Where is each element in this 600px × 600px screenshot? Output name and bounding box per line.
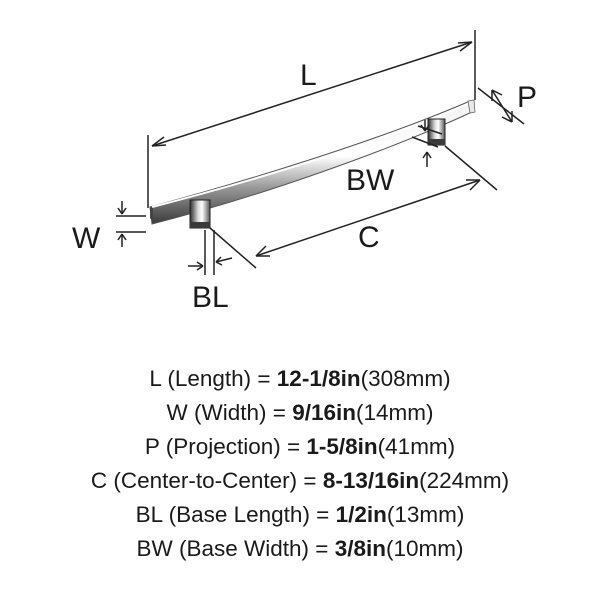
base-width-dimension <box>411 120 443 167</box>
left-post <box>189 199 211 229</box>
length-dimension <box>147 30 476 208</box>
projection-dimension <box>477 87 525 125</box>
center-to-center-dimension <box>209 145 498 269</box>
base-length-dimension <box>188 230 233 275</box>
label-l: L <box>300 59 317 92</box>
handle-dimension-diagram: L P C BW W <box>72 30 537 314</box>
spec-width: W (Width) = 9/16in(14mm) <box>166 400 434 425</box>
label-c: C <box>358 221 380 254</box>
dimension-spec-list: L (Length) = 12-1/8in(308mm) W (Width) =… <box>0 362 600 566</box>
spec-center-to-center: C (Center-to-Center) = 8-13/16in(224mm) <box>90 468 510 493</box>
label-bw: BW <box>346 164 395 197</box>
spec-base-length: BL (Base Length) = 1/2in(13mm) <box>135 502 465 527</box>
spec-projection: P (Projection) = 1-5/8in(41mm) <box>144 434 456 459</box>
label-p: P <box>517 81 537 114</box>
label-w: W <box>72 222 101 255</box>
spec-length: L (Length) = 12-1/8in(308mm) <box>149 366 451 391</box>
width-dimension <box>116 201 146 247</box>
cabinet-pull-handle <box>149 99 476 225</box>
label-bl: BL <box>192 281 229 314</box>
spec-base-width: BW (Base Width) = 3/8in(10mm) <box>136 536 464 561</box>
